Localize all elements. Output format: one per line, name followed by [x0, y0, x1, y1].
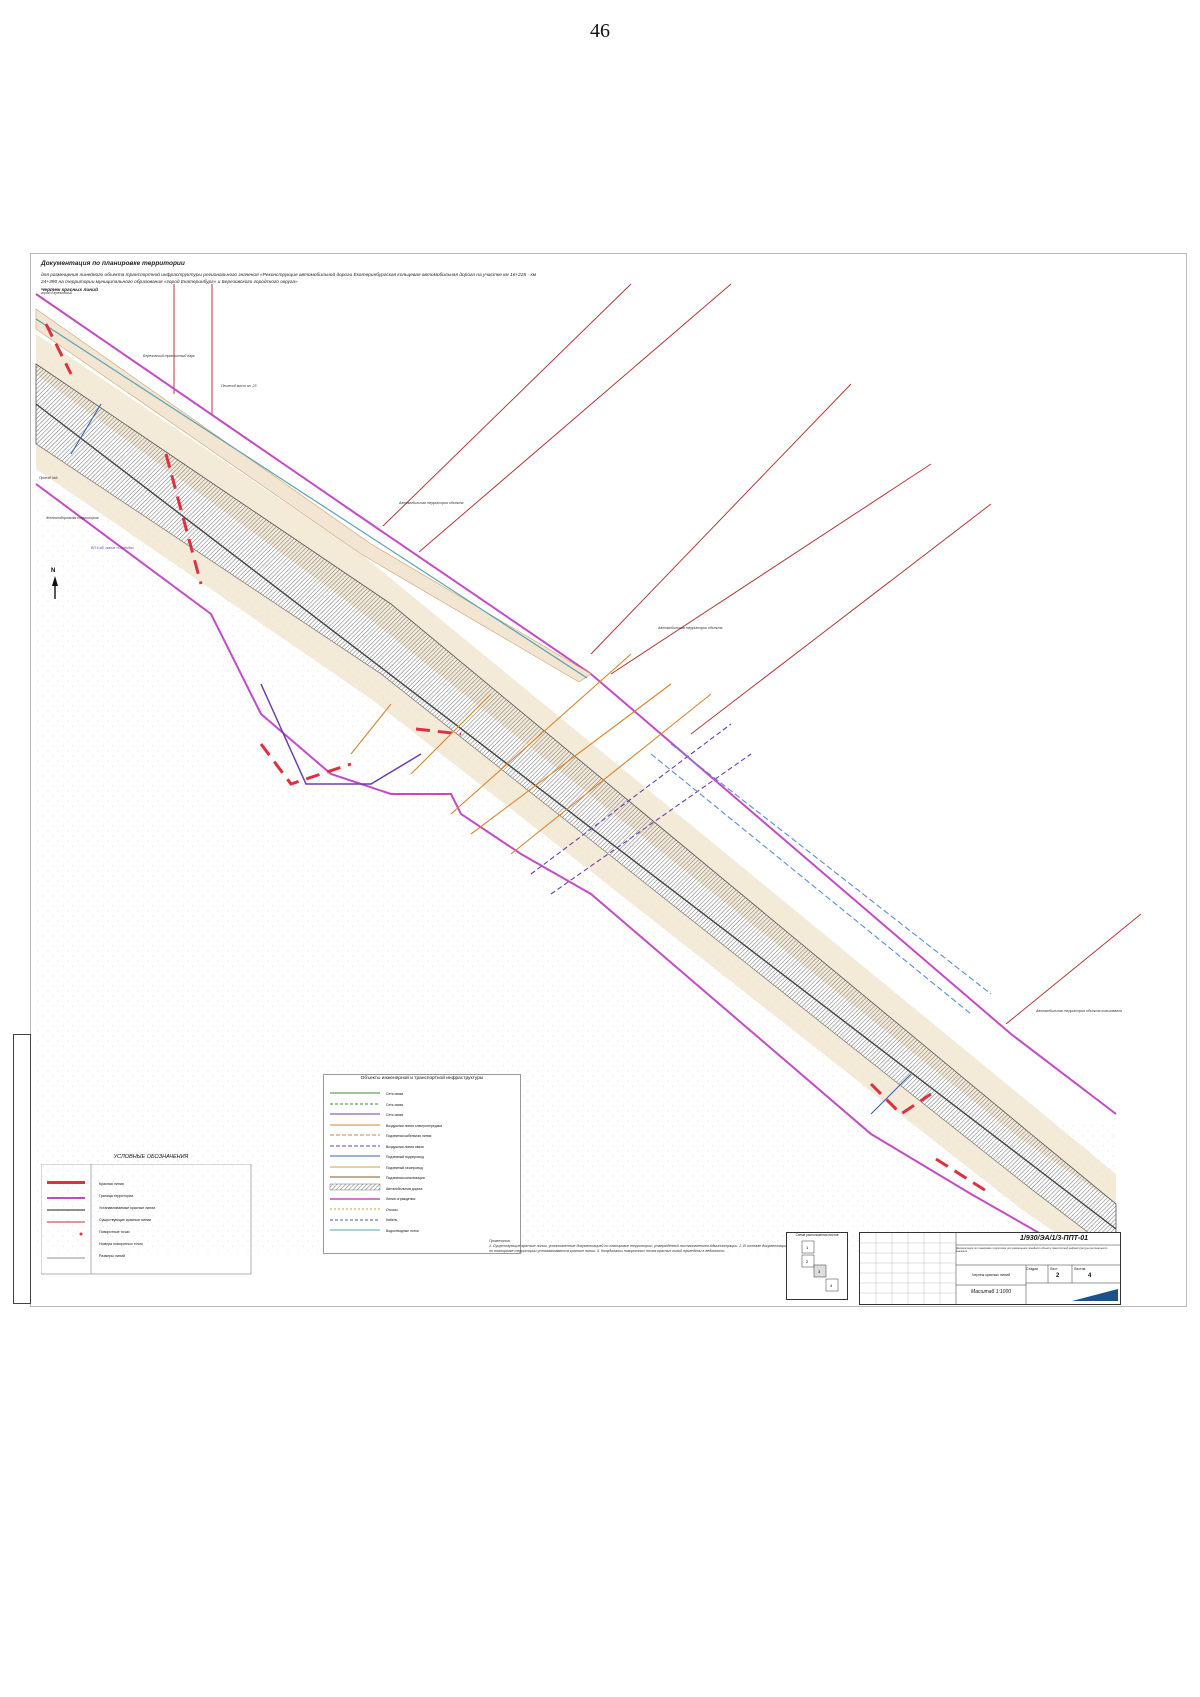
map-label-1: Березовский транзитный парк [143, 354, 195, 358]
notes-title: Примечания: [489, 1239, 511, 1243]
infra-item: Сеть связи [386, 1102, 404, 1107]
infra-item: Подземная кабельная линия [386, 1134, 432, 1138]
legend-table [41, 1164, 252, 1275]
north-arrow: N [51, 568, 58, 599]
infra-item: Подземный газопровод [386, 1165, 423, 1170]
embankment-lower [36, 444, 1116, 1274]
schema-cell: 2 [806, 1259, 809, 1264]
infra-item: Сеть связи [386, 1113, 404, 1117]
utility-crossings [70, 403, 992, 1115]
company-logo [1072, 1289, 1118, 1301]
map-label-2: Пешеход мост оп. 23 [221, 384, 256, 388]
legend-item: Существующие красные линии [99, 1218, 152, 1222]
infra-item: Водоотводные лотки [386, 1228, 419, 1233]
scale-label: Масштаб 1:1000 [970, 1289, 1012, 1295]
infra-item: Воздушная линия связи [386, 1144, 424, 1149]
infra-item: Кабель [386, 1218, 398, 1222]
schema-title: Схема расположения листов [795, 1233, 839, 1237]
legend-item: Поворотные точки [99, 1230, 130, 1234]
stage-label: Стадия [1026, 1267, 1038, 1271]
rail-line [35, 318, 588, 679]
legend: УСЛОВНЫЕ ОБОЗНАЧЕНИЯ Красная линия Грани… [41, 1154, 261, 1284]
drawing-subtitle: для размещения линейного объекта транспо… [41, 273, 537, 285]
schema-grid: 1 2 3 4 [801, 1240, 839, 1292]
purple-boundary [260, 683, 422, 785]
schema-cell: 3 [818, 1269, 821, 1274]
road-axis [35, 403, 1117, 1230]
legend-title: УСЛОВНЫЕ ОБОЗНАЧЕНИЯ [113, 1154, 189, 1160]
drawing-title: Документация по планировке территории [41, 260, 185, 267]
map-label-8: Проезд №6 [39, 476, 58, 480]
legend-item: Номера поворотных точек [99, 1242, 143, 1246]
infra-item: Сеть связи [386, 1092, 404, 1096]
sheet-number: 2 [1056, 1273, 1060, 1279]
legend-item: Размеры линий [99, 1254, 126, 1258]
infra-item: Воздушная линия электропередачи [386, 1123, 443, 1128]
red-lines-map: N город Березовский Березовский транзитн… [35, 283, 1142, 1274]
map-label-9: Железнодорожная территория [45, 516, 99, 520]
legend-item: Устанавливаемые красные линии [99, 1206, 156, 1210]
infrastructure-legend: Объекты инженерной и транспортной инфрас… [323, 1074, 521, 1254]
infra-item: Автомобильная дорога [386, 1186, 423, 1191]
document-description: Документация по планировке территории дл… [956, 1247, 1108, 1254]
leader-lines [173, 283, 1142, 1025]
notes: Примечания: 1. Существующие красные лини… [489, 1239, 789, 1299]
map-label-3: Автомобильная территория объекта [398, 501, 463, 505]
title-sheet-name: Чертеж красных линий [971, 1273, 1011, 1277]
infra-item: Линия ограждения [386, 1197, 416, 1201]
infra-item: Откосы [386, 1207, 398, 1212]
title-block: 1/930/ЭА/1/3-ППТ-01 Документация по план… [859, 1232, 1121, 1305]
infrastructure-title: Объекты инженерной и транспортной инфрас… [360, 1076, 484, 1081]
sheet-label: Лист [1050, 1267, 1058, 1271]
schema-cell: 1 [806, 1245, 809, 1250]
notes-text: 1. Существующие красные линии, установле… [489, 1244, 787, 1253]
legend-item: Граница территории [99, 1194, 134, 1198]
north-label: N [51, 568, 55, 574]
side-stamp-strip [13, 1034, 31, 1304]
legend-labels: Красная линия Граница территории Устанав… [99, 1178, 249, 1262]
map-label-7: ВЛ 6 кВ, линия «Свобода» [91, 546, 134, 550]
document-code: 1/930/ЭА/1/3-ППТ-01 [1019, 1235, 1089, 1242]
schema-cell: 4 [830, 1283, 833, 1288]
sheets-count: 4 [1088, 1273, 1092, 1279]
drawing-sheet-name: Чертеж красных линий [41, 288, 99, 293]
map-label-4: Автомобильная территория объекта [657, 626, 722, 630]
red-lines [44, 323, 992, 1196]
legend-item: Красная линия [99, 1182, 124, 1186]
sheet-layout-schema: Схема расположения листов 1 2 3 4 [786, 1232, 848, 1300]
page-number: 46 [590, 20, 610, 42]
infrastructure-symbols [329, 1092, 381, 1231]
infrastructure-items: Сеть связи Сеть связи Сеть связи Воздушн… [386, 1089, 516, 1236]
drawing-sheet: Документация по планировке территории дл… [13, 253, 1187, 1307]
map-label-5: Автомобильная территория объекта пользов… [1035, 1009, 1122, 1013]
map-label-city: город Березовский [41, 291, 72, 295]
title-block-grid [860, 1233, 1120, 1304]
sheets-label: Листов [1074, 1267, 1086, 1271]
infra-item: Подземный водопровод [386, 1155, 424, 1159]
infra-item: Подземная канализация [386, 1176, 425, 1180]
territory-boundary-bottom [35, 483, 1042, 1235]
